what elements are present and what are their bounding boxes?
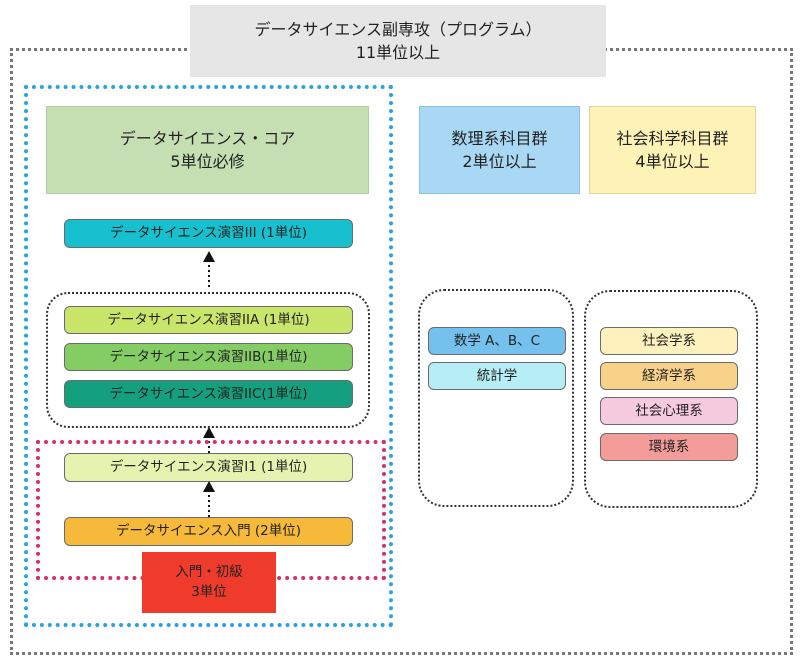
social-requirement: 4単位以上 — [635, 152, 710, 171]
course-seminar-2a: データサイエンス演習IIA (1単位) — [64, 306, 353, 334]
course-seminar-1: データサイエンス演習I1 (1単位) — [64, 453, 353, 482]
course-seminar-2c-label: データサイエンス演習IIC(1単位) — [109, 385, 308, 402]
course-intro-label: データサイエンス入門 (2単位) — [115, 523, 301, 540]
core-title: データサイエンス・コア — [119, 128, 296, 148]
social-title: 社会科学科目群 — [616, 128, 729, 148]
social-course-4-label: 環境系 — [648, 438, 690, 455]
math-requirement: 2単位以上 — [462, 152, 537, 171]
course-seminar-2b-label: データサイエンス演習IIB(1単位) — [109, 348, 308, 365]
arrow-to-seminar-1 — [203, 481, 215, 517]
social-course-3-label: 社会心理系 — [635, 402, 703, 419]
intro-group-box: 入門・初級 3単位 — [142, 552, 276, 613]
course-seminar-3-label: データサイエンス演習III (1単位) — [110, 225, 307, 242]
program-title: データサイエンス副専攻（プログラム） — [254, 19, 542, 39]
math-course-1: 数学 A、B、C — [428, 327, 566, 355]
math-course-2-label: 統計学 — [476, 367, 518, 384]
math-course-1-label: 数学 A、B、C — [453, 332, 541, 349]
seminar-2-group — [46, 292, 370, 428]
program-requirement: 11単位以上 — [355, 43, 441, 62]
social-course-3: 社会心理系 — [600, 397, 738, 425]
social-course-4: 環境系 — [600, 433, 738, 461]
intro-group-requirement: 3単位 — [191, 583, 227, 600]
math-course-2: 統計学 — [428, 362, 566, 390]
course-seminar-3: データサイエンス演習III (1単位) — [64, 219, 353, 248]
course-seminar-2a-label: データサイエンス演習IIA (1単位) — [107, 311, 310, 328]
math-title: 数理系科目群 — [451, 128, 548, 148]
social-course-2-label: 経済学系 — [642, 367, 696, 384]
core-requirement: 5単位必修 — [170, 152, 245, 171]
social-course-1-label: 社会学系 — [642, 332, 696, 349]
course-seminar-1-label: データサイエンス演習I1 (1単位) — [109, 459, 308, 476]
intro-group-title: 入門・初級 — [175, 563, 243, 580]
course-seminar-2b: データサイエンス演習IIB(1単位) — [64, 343, 353, 371]
social-course-2: 経済学系 — [600, 362, 738, 390]
social-course-1: 社会学系 — [600, 327, 738, 355]
math-header: 数理系科目群 2単位以上 — [419, 106, 580, 194]
arrow-to-seminar-3 — [203, 251, 215, 287]
course-intro: データサイエンス入門 (2単位) — [64, 517, 353, 546]
course-seminar-2c: データサイエンス演習IIC(1単位) — [64, 380, 353, 408]
math-course-group — [418, 289, 574, 507]
program-title-box: データサイエンス副専攻（プログラム） 11単位以上 — [190, 5, 606, 77]
core-header: データサイエンス・コア 5単位必修 — [46, 106, 369, 194]
arrow-to-seminar-2 — [203, 427, 215, 453]
social-course-group — [584, 290, 758, 508]
social-header: 社会科学科目群 4単位以上 — [589, 106, 756, 194]
core-frame — [24, 85, 393, 627]
